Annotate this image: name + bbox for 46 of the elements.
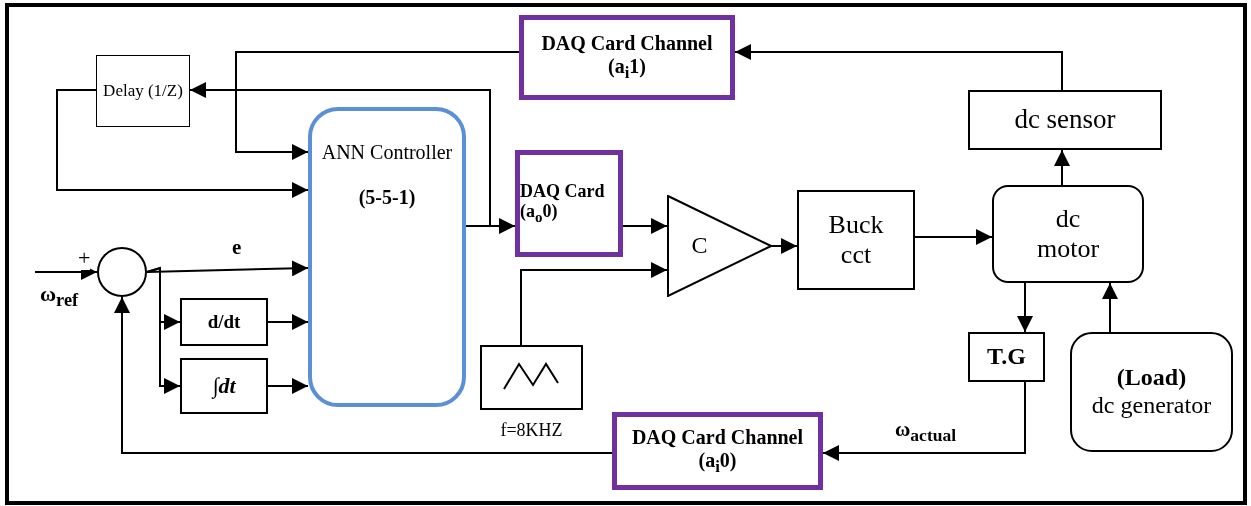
motor-box (992, 185, 1144, 283)
block-label: DAQ Card (a$_{o}$0) (520, 180, 606, 227)
daq-channel-box (612, 412, 823, 490)
daq-card-box (515, 150, 623, 257)
arrow (146, 260, 309, 277)
arrow (771, 238, 798, 254)
arrow (1017, 282, 1033, 333)
controller-box (308, 107, 466, 407)
block-label: dc generator (1091, 392, 1212, 420)
block-label: (5-5-1) (358, 186, 416, 209)
block-label: T.G (987, 343, 1026, 371)
block-label: dc sensor (1014, 104, 1116, 136)
block-label: (Load) (1116, 364, 1187, 392)
block-label: ∫dt (212, 373, 236, 399)
block-label: Delay (1/Z) (103, 81, 183, 101)
arrow (622, 218, 668, 234)
converter-box (797, 190, 915, 290)
arrow (235, 51, 520, 160)
block-label: Buck cct (827, 210, 885, 270)
derivative-box (180, 298, 268, 346)
arrow (734, 44, 1063, 91)
arrow (189, 82, 491, 227)
block-label: DAQ Card Channel (a$_{i}$1) (540, 32, 714, 83)
block-label: ANN Controller (321, 141, 453, 164)
block-label: DAQ Card Channel (a$_{i}$0) (630, 425, 805, 477)
delay-box (96, 55, 190, 127)
tachogenerator-box (968, 332, 1045, 382)
daq-channel-box (519, 15, 735, 100)
arrow (267, 314, 309, 330)
arrow (146, 266, 181, 394)
arrow (114, 296, 613, 454)
block-label: C (691, 232, 708, 260)
arrow (1102, 282, 1118, 333)
frequency-label: f=8KHZ (499, 420, 564, 441)
arrow (520, 262, 668, 346)
arrow (267, 378, 309, 394)
block-label: d/dt (207, 311, 241, 333)
generator-box (1070, 332, 1233, 452)
integral-box (180, 358, 268, 414)
arrow (1054, 149, 1070, 186)
block-label: dc motor (1035, 204, 1101, 264)
arrow (56, 89, 309, 198)
signal-generator-box (480, 345, 583, 410)
arrow (822, 381, 1026, 461)
sensor-box (968, 90, 1162, 150)
arrow (914, 229, 993, 245)
